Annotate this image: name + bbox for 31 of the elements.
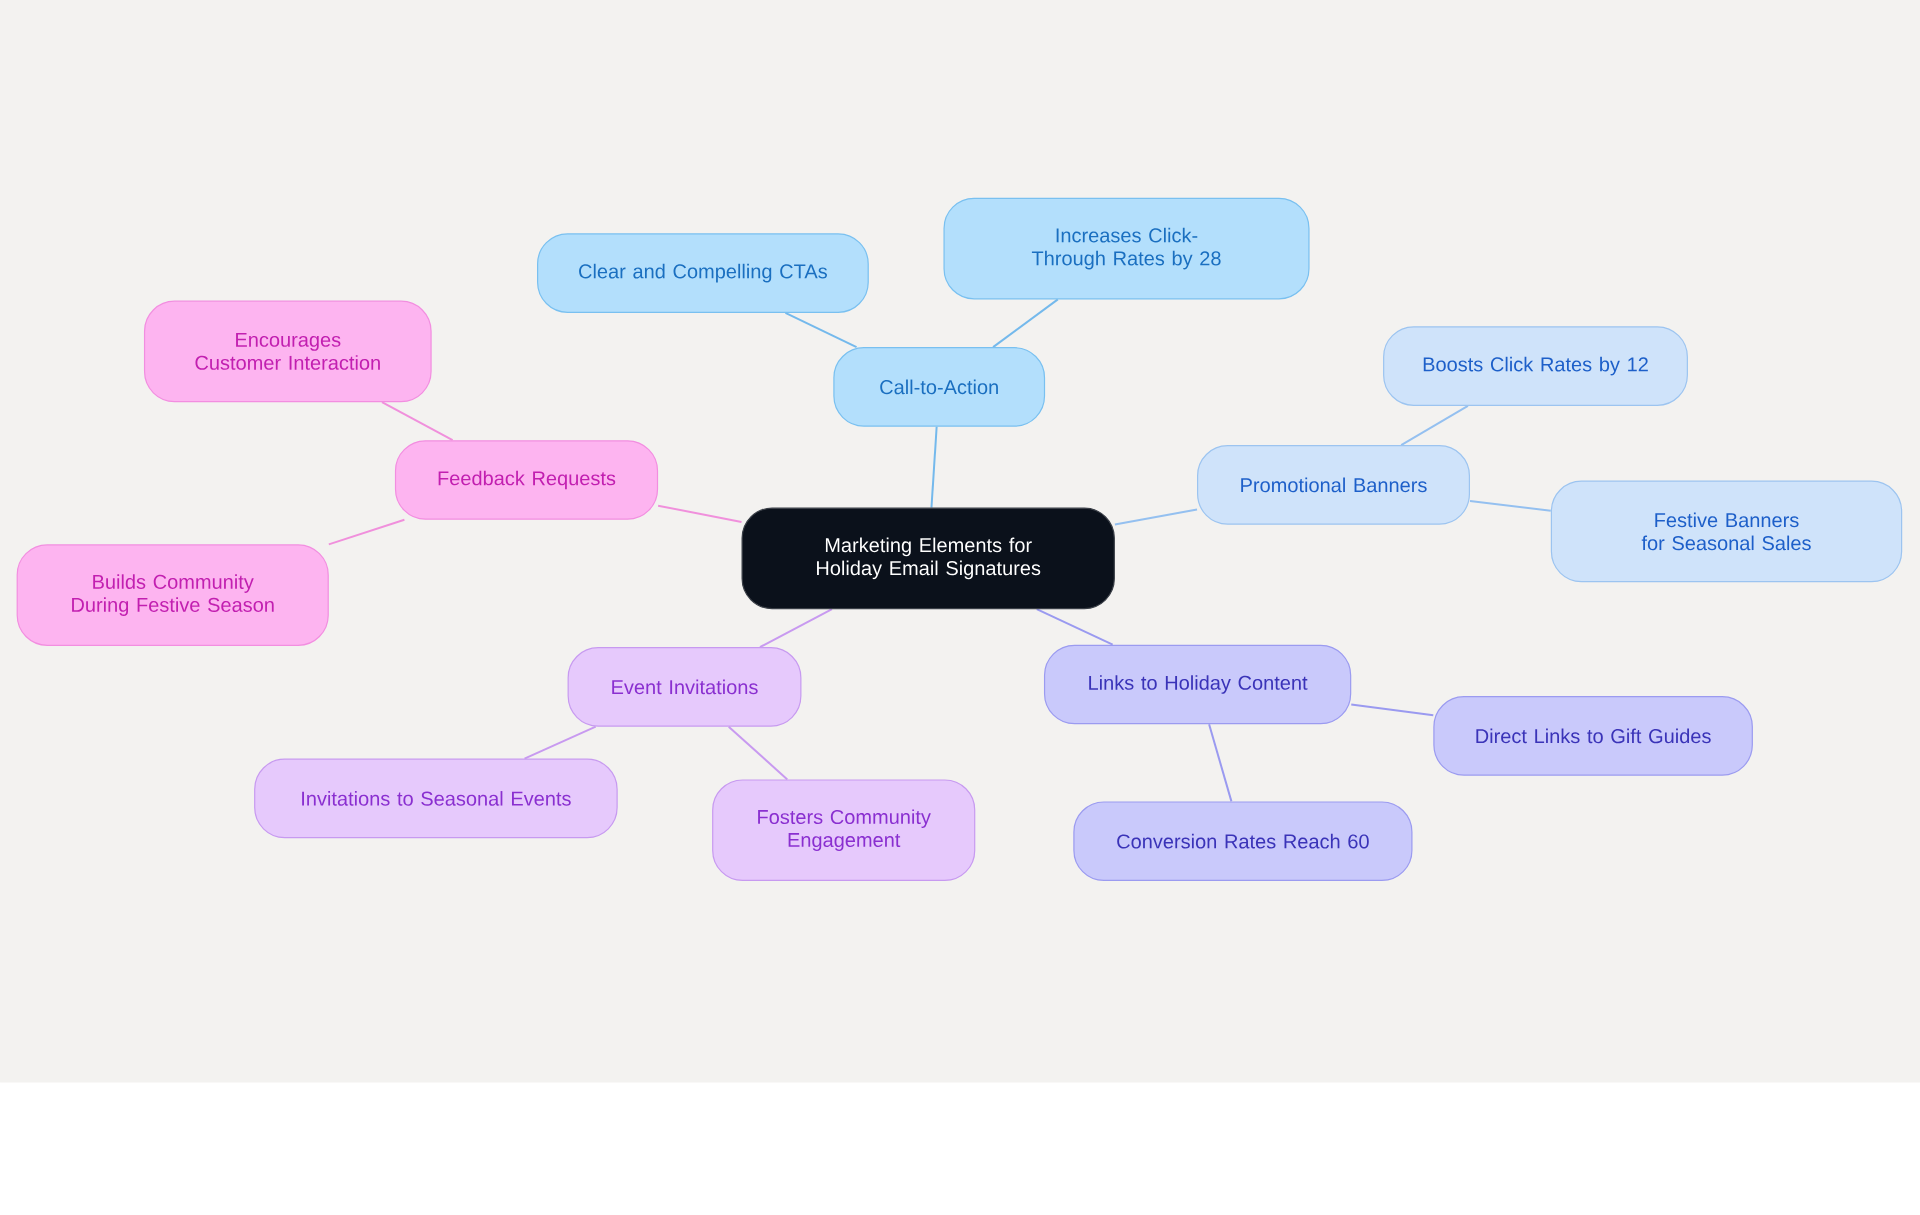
subtopic-box: Conversion Rates Reach 60 — [1073, 801, 1413, 881]
central-topic-box: Marketing Elements for Holiday Email Signatures — [741, 507, 1115, 610]
topic-box: Call-to-Action — [833, 347, 1046, 427]
subtopic-box: Increases Click-Through Rates by 28 — [943, 197, 1310, 300]
subtopic-box: Boosts Click Rates by 12 — [1383, 326, 1688, 406]
subtopic-box: Encourages Customer Interaction — [143, 300, 432, 403]
connector-line — [992, 298, 1059, 349]
connector-line — [727, 725, 789, 781]
connector-line — [1113, 508, 1198, 526]
connector-line — [327, 518, 406, 546]
connector-line — [784, 311, 858, 349]
subtopic-box: Invitations to Seasonal Events — [254, 758, 618, 839]
subtopic-box: Fosters Community Engagement — [712, 779, 976, 881]
topic-box: Feedback Requests — [394, 440, 659, 520]
subtopic-box: Direct Links to Gift Guides — [1433, 696, 1753, 776]
connector-line — [381, 401, 454, 442]
connector-line — [759, 608, 833, 649]
connector-line — [1469, 500, 1552, 512]
connector-line — [657, 504, 743, 524]
topic-box: Links to Holiday Content — [1043, 644, 1352, 725]
connector-line — [523, 725, 597, 760]
connector-line — [1400, 404, 1469, 447]
topic-box: Promotional Banners — [1197, 445, 1470, 525]
connector-line — [1350, 703, 1435, 717]
connector-line — [1208, 723, 1233, 803]
subtopic-box: Builds Community During Festive Season — [16, 544, 329, 646]
subtopic-box: Clear and Compelling CTAs — [537, 233, 869, 313]
connector-line — [1035, 608, 1114, 646]
subtopic-box: Festive Banners for Seasonal Sales — [1550, 480, 1903, 583]
topic-box: Event Invitations — [567, 647, 802, 727]
connector-line — [930, 425, 938, 509]
